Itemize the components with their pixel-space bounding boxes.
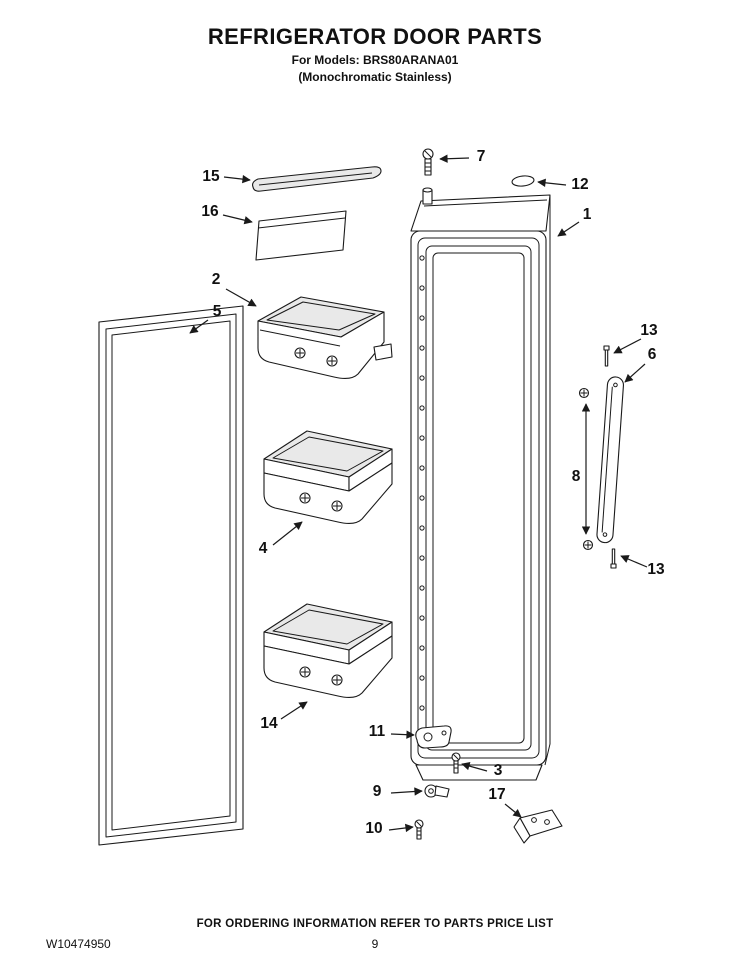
door-rivet-holes	[419, 255, 425, 711]
hinge-screw-10	[414, 819, 424, 840]
shelf-insert	[255, 210, 347, 261]
bin-screw	[299, 492, 311, 504]
bin-latch-tab	[373, 343, 393, 361]
callout-label-15: 15	[202, 168, 220, 185]
page-number: 9	[371, 937, 379, 951]
handle-screw-bottom	[582, 539, 594, 551]
handle-screw-top	[578, 387, 590, 399]
models-line: For Models: BRS80ARANA01	[291, 53, 459, 67]
callout-label-13-bottom: 13	[647, 561, 665, 578]
hinge-bearing	[424, 784, 450, 798]
callout-label-8: 8	[572, 468, 581, 485]
door-gasket	[98, 305, 244, 846]
bottom-hinge-plate	[415, 725, 452, 749]
callout-arrow	[225, 288, 257, 307]
bin-screw	[294, 347, 306, 359]
door-handle-group	[578, 345, 624, 569]
callout-arrow	[223, 174, 251, 184]
door-bin-lower	[263, 603, 393, 699]
callout-label-11: 11	[369, 723, 386, 740]
callout-label-14: 14	[260, 715, 278, 732]
top-hinge-screw	[422, 148, 434, 176]
door-plug-grommet	[511, 175, 535, 187]
page-title: REFRIGERATOR DOOR PARTS	[207, 24, 543, 49]
callout-arrow	[388, 823, 414, 833]
callout-label-3: 3	[494, 762, 503, 779]
document-number: W10474950	[46, 937, 111, 951]
callout-label-9: 9	[373, 783, 382, 800]
bin-screw	[326, 355, 338, 367]
callout-label-16: 16	[201, 203, 219, 220]
callout-arrow	[390, 730, 415, 739]
callout-arrow	[624, 363, 646, 383]
callout-arrow	[537, 178, 567, 187]
callout-arrow	[189, 319, 209, 334]
callout-label-13-top: 13	[640, 322, 658, 339]
door-panel	[410, 187, 551, 781]
page-header: REFRIGERATOR DOOR PARTS For Models: BRS8…	[0, 24, 750, 84]
callout-label-4: 4	[259, 540, 268, 557]
callout-label-1: 1	[583, 206, 592, 223]
callout-arrow	[557, 221, 580, 237]
door-bin-upper	[257, 296, 393, 380]
callout-arrow	[280, 701, 308, 720]
callout-leaders	[189, 154, 648, 833]
callout-arrow	[620, 555, 648, 568]
bin-screw	[331, 674, 343, 686]
callout-arrow	[613, 338, 642, 354]
callout-label-12: 12	[571, 176, 588, 193]
callout-label-6: 6	[648, 346, 657, 363]
callout-label-10: 10	[365, 820, 382, 837]
door-bin-middle	[263, 430, 393, 525]
finish-line: (Monochromatic Stainless)	[298, 70, 452, 84]
callout-arrow	[222, 214, 253, 225]
callout-arrow	[439, 154, 470, 163]
callout-arrow	[390, 787, 423, 796]
callout-arrow	[504, 803, 522, 818]
shelf-trim	[252, 166, 382, 192]
callout-arrow	[461, 761, 488, 772]
bin-screw	[331, 500, 343, 512]
callout-label-17: 17	[488, 786, 505, 803]
callout-labels: 15 16 2 5 7 12 1 13 6 8 13 4 14 11 3 9 1…	[201, 148, 665, 837]
door-handle	[596, 376, 624, 544]
hinge-screw-3	[451, 752, 461, 774]
door-closing-bracket	[513, 809, 563, 844]
callout-arrow	[272, 521, 303, 546]
handle-stud-bottom	[610, 548, 617, 569]
callout-label-2: 2	[212, 271, 221, 288]
bin-screw	[299, 666, 311, 678]
callout-label-5: 5	[213, 303, 222, 320]
ordering-note: FOR ORDERING INFORMATION REFER TO PARTS …	[196, 918, 554, 930]
handle-stud-top	[603, 345, 610, 367]
callout-label-7: 7	[477, 148, 486, 165]
